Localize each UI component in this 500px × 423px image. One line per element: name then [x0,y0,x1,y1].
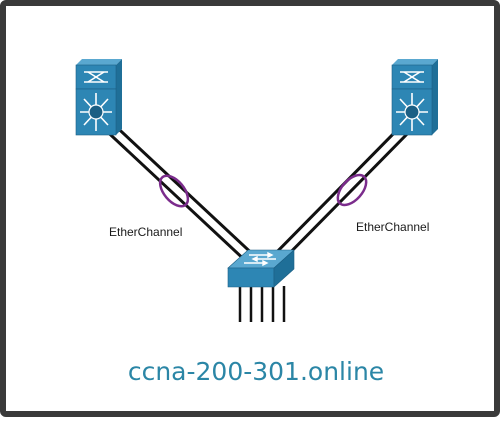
workgroup-switch-icon [227,249,295,288]
etherchannel-ring-left [158,174,190,208]
etherchannel-link-left [97,118,261,266]
etherchannel-label-left: EtherChannel [109,225,183,239]
multilayer-switch-icon [75,59,122,136]
multilayer-switch-icon [391,59,438,136]
etherchannel-link-right [263,122,415,270]
multilayer-switch-left [75,59,122,136]
etherchannel-ring-right [336,173,368,207]
access-switch [227,249,295,288]
access-ports [238,286,286,322]
network-topology-diagram [75,59,438,322]
site-watermark: ccna-200-301.online [127,357,385,386]
etherchannel-label-right: EtherChannel [356,220,430,234]
multilayer-switch-right [391,59,438,136]
